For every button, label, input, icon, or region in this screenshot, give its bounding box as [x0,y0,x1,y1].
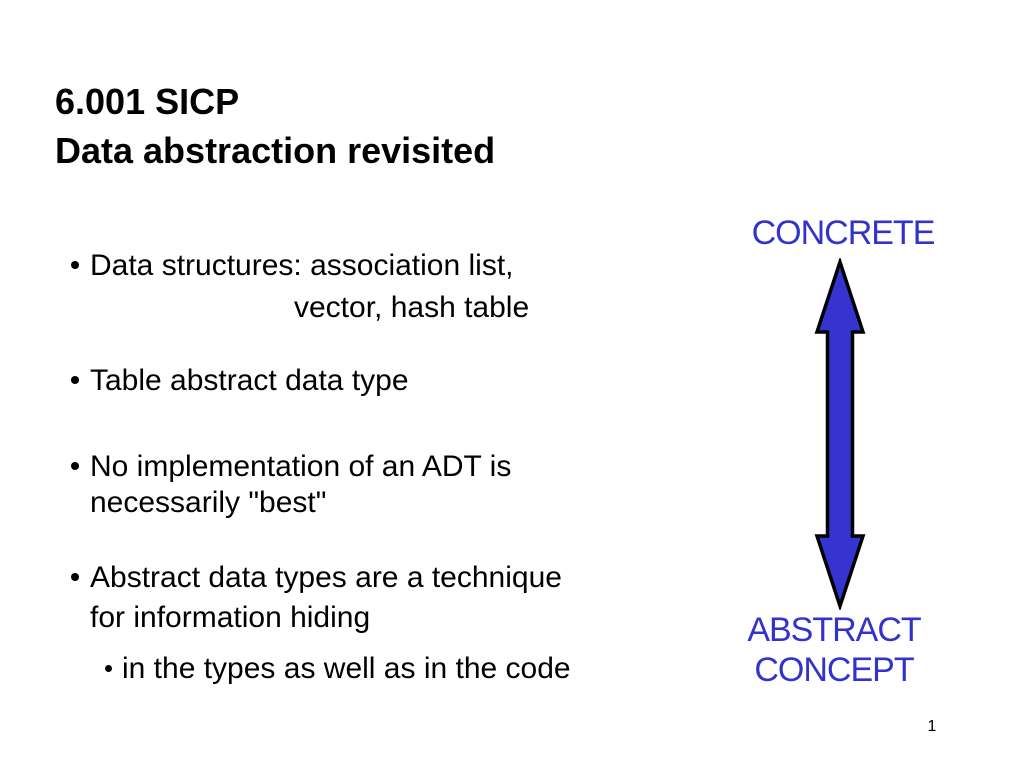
bullet-text: Table abstract data type [90,364,409,397]
bullet-text-continuation: necessarily "best" [90,486,327,519]
concrete-label: CONCRETE [751,214,936,252]
bullet-dot [71,573,79,581]
page-number: 1 [927,718,937,735]
bullet-dot [71,462,79,470]
abstract-concept-label-line-1: ABSTRACT [747,611,921,649]
bullet-text: No implementation of an ADT is [90,450,512,483]
bullet-text: Abstract data types are a technique [90,561,562,594]
slide-title-line-1: 6.001 SICP [55,81,240,122]
abstract-concept-label-line-2: CONCEPT [754,651,914,689]
slide-title: 6.001 SICP Data abstraction revisited [55,77,495,175]
bullet-dot [71,376,79,384]
abstract-concept-label: ABSTRACT CONCEPT [734,610,934,690]
double-arrow-shape [814,258,866,610]
sub-bullet-text: in the types as well as in the code [122,652,571,685]
sub-bullet-dot [105,665,112,672]
bullet-text-continuation: vector, hash table [294,291,530,324]
bullet-text-continuation: for information hiding [90,601,371,634]
bullet-text: Data structures: association list, [90,249,514,282]
bullet-dot [71,261,79,269]
slide-title-line-2: Data abstraction revisited [55,130,496,171]
concrete-abstract-double-arrow-icon [814,258,866,610]
